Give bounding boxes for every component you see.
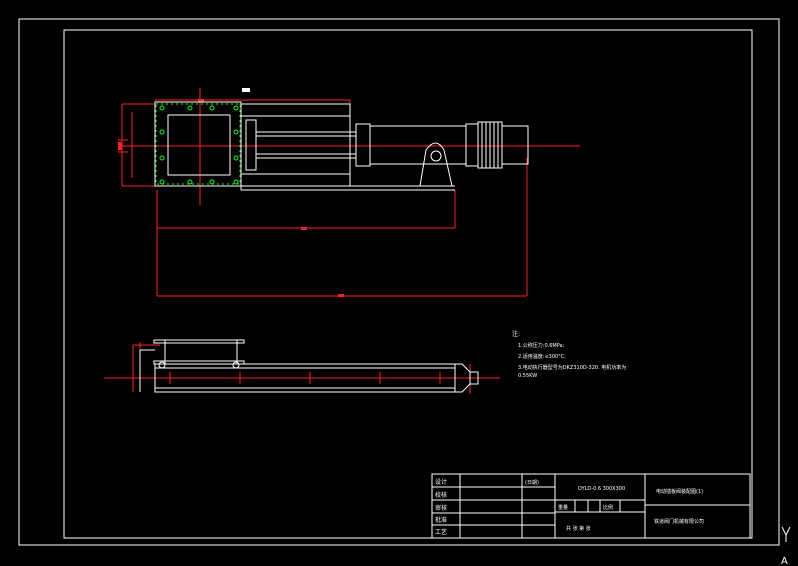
side-view [104,339,500,394]
note-line: 1.公称压力:0.6MPa; [518,342,565,349]
bolt-holes [155,103,241,185]
title-row-label: 审核 [435,504,447,512]
outer-frame [18,18,780,546]
dim-mark [198,99,204,102]
drawing-title: 电动插板阀装配图(1) [656,488,703,495]
view-indicator [781,526,791,542]
side-view-outline [139,339,479,393]
sheet-count: 共 张 第 张 [566,525,591,532]
company-name: 铁道阀门机械有限公司 [654,518,704,525]
date-label: (日期) [525,480,539,486]
note-line: 0.55KW [518,373,537,379]
scale-label: 比例 [603,504,613,511]
title-row-label: 设计 [435,478,447,486]
notes: 注: 1.公称压力:0.6MPa; 2.适用温度:≤300°C; 3.电动执行器… [512,330,626,379]
dim-mark [301,227,307,230]
note-line: 3.电动执行器型号为DKZ310D-320. 电机功率为 [518,364,626,371]
weight-label: 重量 [558,504,568,511]
model-number: DYLD-0.6 300X300 [578,486,625,492]
title-row-label: 工艺 [435,528,447,536]
note-line: 2.适用温度:≤300°C; [518,353,566,360]
top-view-outline [154,101,529,191]
title-row-label: 批准 [435,516,447,524]
view-letter: A [781,556,788,566]
view-label-box [242,88,250,92]
top-view-dimensions [118,88,580,297]
inner-frame [63,29,753,539]
notes-heading: 注: [512,330,520,338]
dim-mark [118,142,122,150]
title-block: 设计 校核 审核 批准 工艺 (日期) DYLD-0.6 300X300 电动插… [431,473,751,539]
dim-mark [338,294,344,297]
top-view [118,88,580,297]
title-row-label: 校核 [435,491,447,499]
